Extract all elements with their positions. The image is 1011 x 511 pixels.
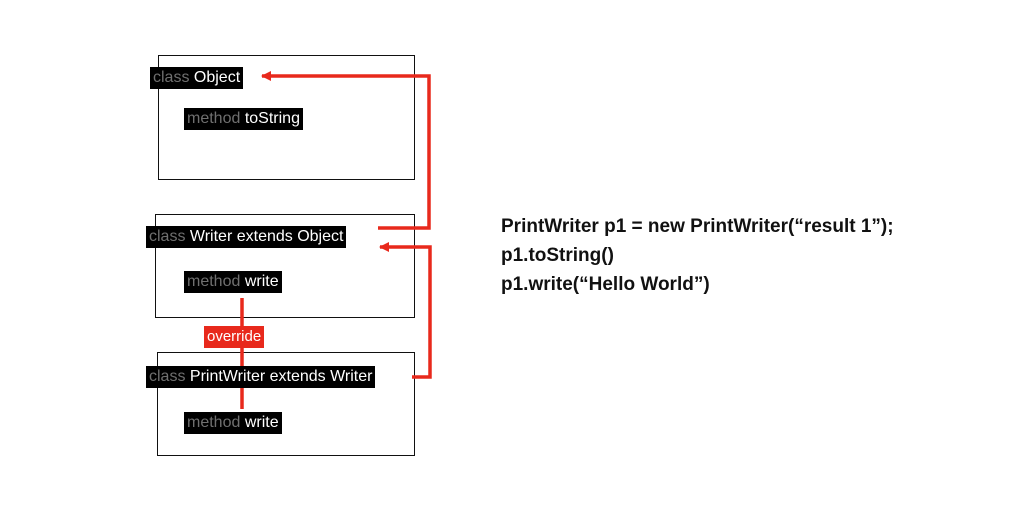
method-name: toString <box>244 110 300 127</box>
method-name: write <box>244 414 279 431</box>
override-label: override <box>204 326 265 348</box>
class-keyword: class <box>153 69 190 86</box>
code-snippet: PrintWriter p1 = new PrintWriter(“result… <box>501 212 894 299</box>
class-name: PrintWriter extends Writer <box>189 368 373 385</box>
printwriter-to-writer-arrow <box>379 242 432 379</box>
method-keyword: method <box>187 110 241 127</box>
method-keyword: method <box>187 414 241 431</box>
class-name: Object <box>193 69 241 86</box>
printwriter-write-method-label: method write <box>184 412 282 434</box>
writer-to-object-arrow <box>261 71 431 230</box>
code-line: PrintWriter p1 = new PrintWriter(“result… <box>501 216 894 237</box>
object-class-label: class Object <box>150 67 244 89</box>
code-line: p1.write(“Hello World”) <box>501 274 710 295</box>
class-name: Writer extends Object <box>189 228 344 245</box>
writer-class-label: class Writer extends Object <box>146 226 347 248</box>
tostring-method-label: method toString <box>184 108 303 130</box>
class-keyword: class <box>149 228 186 245</box>
printwriter-class-label: class PrintWriter extends Writer <box>146 366 376 388</box>
code-line: p1.toString() <box>501 245 614 266</box>
class-keyword: class <box>149 368 186 385</box>
method-name: write <box>244 273 279 290</box>
writer-write-method-label: method write <box>184 271 282 293</box>
method-keyword: method <box>187 273 241 290</box>
